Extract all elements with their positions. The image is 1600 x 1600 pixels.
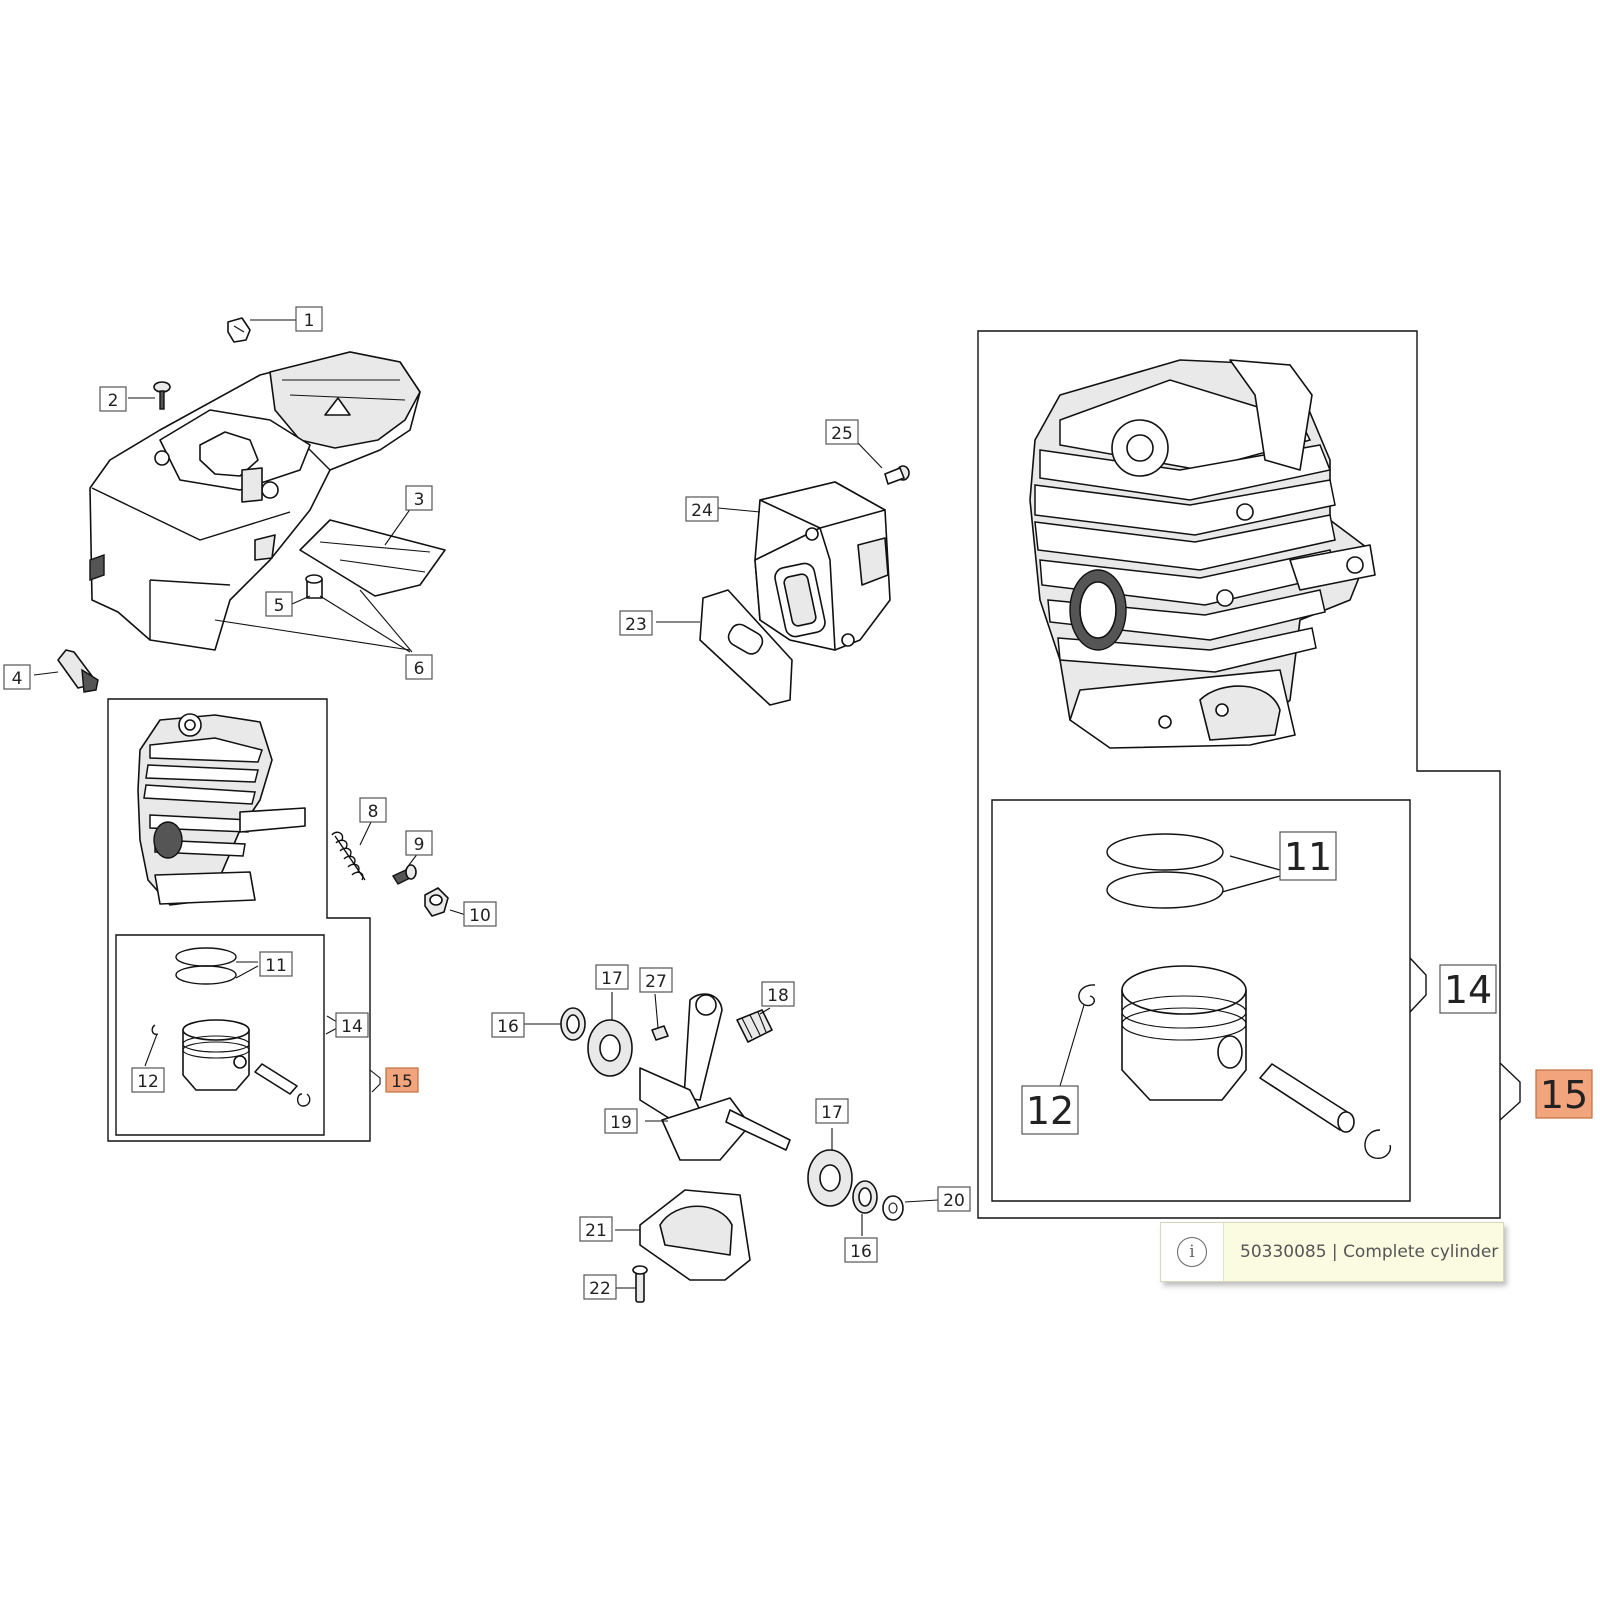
large-piston <box>1059 965 1392 1160</box>
part-info-tooltip: i 50330085 | Complete cylinder <box>1160 1222 1504 1282</box>
part-20-washer[interactable] <box>882 1195 939 1221</box>
part-4-spark-plug[interactable] <box>33 649 99 693</box>
svg-text:14: 14 <box>341 1017 363 1037</box>
label-21[interactable]: 21 <box>579 1216 613 1242</box>
svg-text:10: 10 <box>469 906 491 926</box>
svg-text:4: 4 <box>12 669 23 689</box>
small-piston <box>144 1019 311 1107</box>
label-14[interactable]: 14 <box>335 1012 369 1038</box>
svg-text:3: 3 <box>414 490 425 510</box>
part-17-bearing-left[interactable] <box>587 992 633 1077</box>
label-19[interactable]: 19 <box>604 1108 638 1134</box>
label-11-zoom[interactable]: 11 <box>1279 831 1337 881</box>
small-cylinder <box>137 713 306 906</box>
label-15[interactable]: 15 <box>385 1067 419 1093</box>
label-11[interactable]: 11 <box>259 951 293 977</box>
part-5-sleeve[interactable] <box>291 574 413 653</box>
part-16-seal-right[interactable] <box>852 1180 878 1236</box>
part-27-key[interactable] <box>651 993 669 1041</box>
label-16-right[interactable]: 16 <box>844 1237 878 1263</box>
label-6[interactable]: 6 <box>405 654 433 680</box>
part-6-top-cover[interactable] <box>89 351 421 651</box>
label-23[interactable]: 23 <box>619 610 653 636</box>
label-27[interactable]: 27 <box>639 967 673 993</box>
label-8[interactable]: 8 <box>359 797 387 823</box>
label-20[interactable]: 20 <box>937 1186 971 1212</box>
label-17-right[interactable]: 17 <box>815 1098 849 1124</box>
part-18-needle-bearing[interactable] <box>736 1007 773 1043</box>
large-cylinder <box>1029 359 1376 749</box>
tooltip-text: 50330085 | Complete cylinder <box>1240 1242 1499 1262</box>
label-4[interactable]: 4 <box>3 664 31 690</box>
svg-text:21: 21 <box>585 1221 607 1241</box>
label-9[interactable]: 9 <box>405 830 433 856</box>
svg-text:17: 17 <box>821 1103 843 1123</box>
svg-text:15: 15 <box>1540 1073 1588 1117</box>
part-10-valve[interactable] <box>424 887 467 917</box>
svg-text:24: 24 <box>691 501 713 521</box>
part-16-seal-left[interactable] <box>524 1007 586 1041</box>
svg-text:1: 1 <box>304 311 315 331</box>
svg-text:18: 18 <box>767 986 789 1006</box>
part-19-crankshaft[interactable] <box>639 993 791 1161</box>
label-3[interactable]: 3 <box>405 485 433 511</box>
part-24-muffler[interactable] <box>717 481 891 651</box>
svg-text:8: 8 <box>368 802 379 822</box>
label-17-left[interactable]: 17 <box>595 964 629 990</box>
svg-text:6: 6 <box>414 659 425 679</box>
part-9-screw[interactable] <box>391 852 419 885</box>
svg-text:11: 11 <box>265 956 287 976</box>
svg-text:19: 19 <box>610 1113 632 1133</box>
part-21-crankcase[interactable] <box>615 1189 751 1281</box>
svg-text:2: 2 <box>108 391 119 411</box>
svg-text:16: 16 <box>497 1017 519 1037</box>
label-14-zoom[interactable]: 14 <box>1439 964 1497 1014</box>
info-icon: i <box>1177 1237 1207 1267</box>
part-2-screw[interactable] <box>128 381 171 410</box>
label-22[interactable]: 22 <box>583 1274 617 1300</box>
svg-text:23: 23 <box>625 615 647 635</box>
info-icon-cell: i <box>1161 1223 1224 1281</box>
label-25[interactable]: 25 <box>825 419 859 445</box>
part-25-bolt[interactable] <box>857 442 910 485</box>
label-15-zoom[interactable]: 15 <box>1535 1069 1593 1119</box>
small-rings <box>175 947 259 985</box>
part-8-spring[interactable] <box>331 819 373 881</box>
svg-text:12: 12 <box>1026 1089 1074 1133</box>
small-cylinder-group[interactable] <box>107 698 381 1142</box>
svg-text:25: 25 <box>831 424 853 444</box>
svg-text:12: 12 <box>137 1072 159 1092</box>
svg-text:9: 9 <box>414 835 425 855</box>
label-2[interactable]: 2 <box>99 386 127 412</box>
part-17-bearing-right[interactable] <box>807 1128 853 1207</box>
label-24[interactable]: 24 <box>685 496 719 522</box>
svg-text:5: 5 <box>274 596 285 616</box>
label-10[interactable]: 10 <box>463 901 497 927</box>
part-23-gasket[interactable] <box>656 589 793 706</box>
part-22-screw[interactable] <box>615 1265 648 1303</box>
label-18[interactable]: 18 <box>761 981 795 1007</box>
label-5[interactable]: 5 <box>265 591 293 617</box>
label-1[interactable]: 1 <box>295 306 323 332</box>
svg-text:15: 15 <box>391 1072 413 1092</box>
svg-text:22: 22 <box>589 1279 611 1299</box>
svg-text:16: 16 <box>850 1242 872 1262</box>
label-12[interactable]: 12 <box>131 1067 165 1093</box>
large-rings <box>1106 833 1281 909</box>
svg-text:14: 14 <box>1444 968 1492 1012</box>
zoomed-cylinder-group[interactable] <box>977 330 1521 1219</box>
svg-text:11: 11 <box>1284 835 1332 879</box>
svg-text:17: 17 <box>601 969 623 989</box>
part-1-clip[interactable] <box>227 317 296 343</box>
label-16-left[interactable]: 16 <box>491 1012 525 1038</box>
svg-text:27: 27 <box>645 972 667 992</box>
label-12-zoom[interactable]: 12 <box>1021 1085 1079 1135</box>
svg-text:20: 20 <box>943 1191 965 1211</box>
